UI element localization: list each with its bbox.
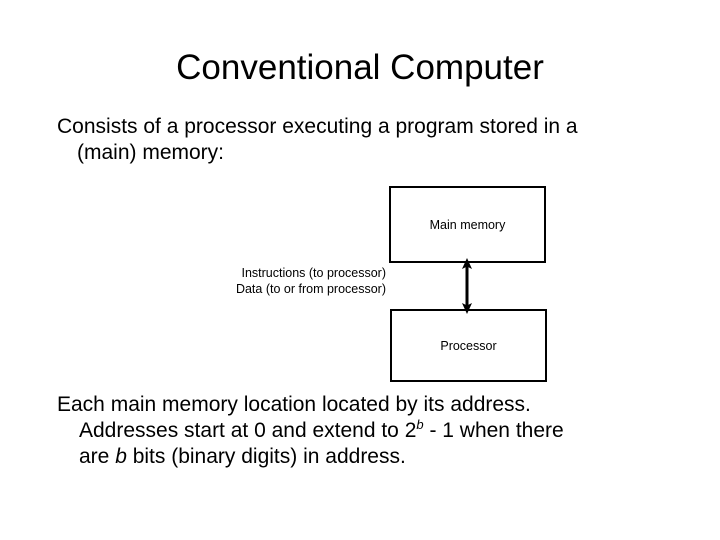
- closing-line-2-text-before: Addresses start at 0 and extend to 2: [79, 419, 417, 442]
- double-headed-vertical-arrow-icon: [462, 258, 472, 314]
- closing-line-2-text-after: - 1 when there: [423, 419, 564, 442]
- intro-paragraph: Consists of a processor executing a prog…: [57, 114, 669, 166]
- intro-paragraph-line-2: (main) memory:: [77, 141, 225, 164]
- data-flow-label: Data (to or from processor): [235, 282, 386, 296]
- main-memory-box-label: Main memory: [429, 217, 506, 232]
- closing-paragraph-line-3: are b bits (binary digits) in address.: [57, 444, 675, 470]
- closing-paragraph: Each main memory location located by its…: [57, 392, 675, 470]
- instructions-flow-label: Instructions (to processor): [241, 266, 387, 280]
- main-memory-box[interactable]: Main memory: [389, 186, 546, 263]
- closing-paragraph-line-2: Addresses start at 0 and extend to 2b - …: [57, 418, 675, 444]
- processor-box-label: Processor: [440, 338, 497, 353]
- page-title: Conventional Computer: [176, 48, 544, 87]
- closing-line-3-text-before: are: [79, 445, 116, 468]
- variable-b-italic: b: [115, 445, 127, 468]
- closing-paragraph-line-1: Each main memory location located by its…: [57, 393, 531, 416]
- data-flow-labels: Instructions (to processor) Data (to or …: [130, 265, 386, 297]
- processor-box[interactable]: Processor: [390, 309, 547, 382]
- closing-line-3-text-after: bits (binary digits) in address.: [126, 445, 406, 468]
- exponent-b-superscript: b: [416, 417, 424, 432]
- intro-paragraph-line-1: Consists of a processor executing a prog…: [57, 115, 578, 138]
